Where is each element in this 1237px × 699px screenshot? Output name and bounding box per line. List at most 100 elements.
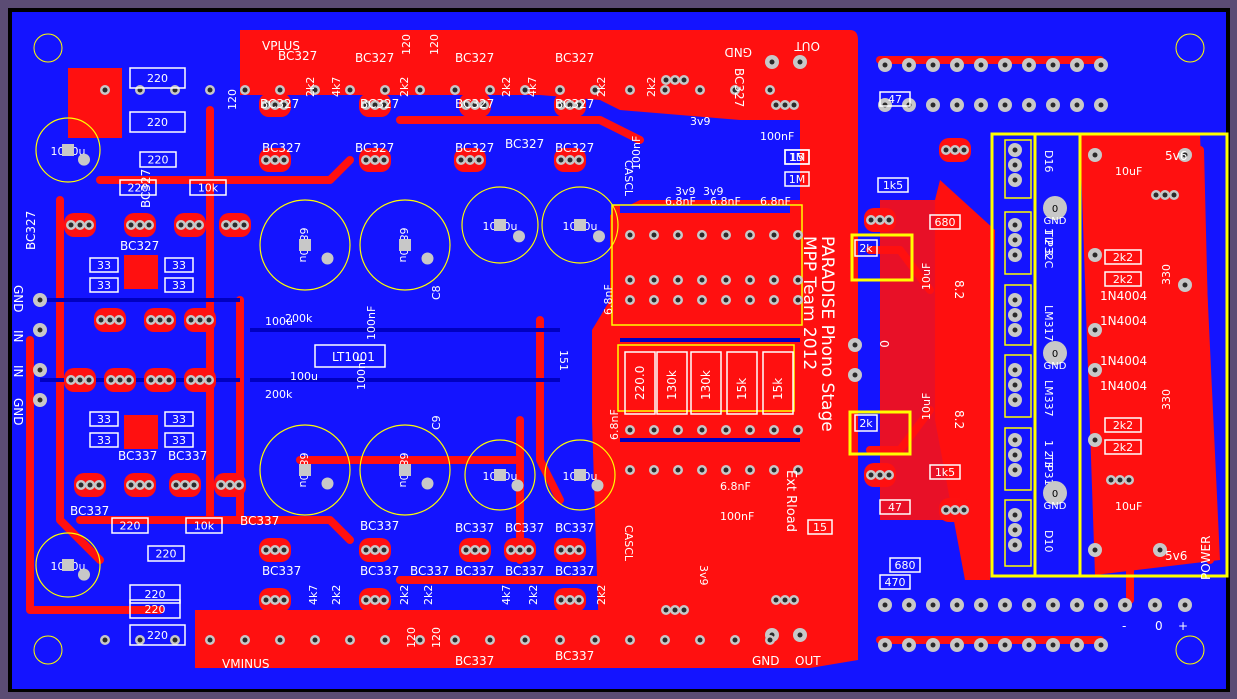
cascode-label: CASCL bbox=[622, 160, 635, 197]
resistor-outline bbox=[89, 277, 119, 293]
cascode-label: CASCL bbox=[622, 525, 635, 562]
resistor-value: 470 bbox=[885, 576, 906, 589]
transistor-label: BC337 bbox=[555, 649, 594, 663]
electrolytic-cap bbox=[359, 424, 451, 516]
zero-label: 0 bbox=[1052, 489, 1058, 500]
rload-value: 130k bbox=[665, 370, 679, 400]
gnd-label: GND bbox=[1044, 216, 1067, 227]
capacitor-label: 100u bbox=[265, 315, 293, 328]
resistor-value: 2k2 bbox=[398, 585, 411, 605]
capacitor-label: 100u bbox=[290, 370, 318, 383]
transistor-label: BC327 bbox=[732, 68, 746, 107]
electrolytic-cap bbox=[464, 439, 536, 511]
ground-label: 0 bbox=[877, 340, 891, 348]
input-in: IN bbox=[11, 330, 25, 343]
resistor-value: 220 bbox=[148, 154, 169, 167]
resistor-value: 120 bbox=[430, 627, 443, 648]
transistor-label: BC337 bbox=[240, 514, 279, 528]
resistor-value: 680 bbox=[895, 559, 916, 572]
resistor-value: 2k bbox=[859, 417, 873, 430]
resistor-outline bbox=[929, 464, 961, 480]
resistor-value: 15 bbox=[813, 521, 827, 534]
transistor-label: BC327 bbox=[505, 137, 544, 151]
resistor-value: 2k bbox=[859, 242, 873, 255]
capacitor-label: 10uF bbox=[1115, 500, 1142, 513]
resistor-outline bbox=[784, 171, 810, 187]
resistor-value: 2k2 bbox=[1113, 441, 1133, 454]
power-pin-plus: + bbox=[1178, 619, 1188, 633]
resistor-value: 2k2 bbox=[1113, 251, 1133, 264]
resistor-value: 200k bbox=[285, 312, 313, 325]
resistor-value: 220 bbox=[147, 116, 168, 129]
resistor-outline bbox=[89, 257, 119, 273]
capacitor-label: 100nF bbox=[630, 136, 643, 170]
power-pin-0: 0 bbox=[1155, 619, 1163, 633]
silk-boxes-thin bbox=[611, 139, 1032, 567]
diode-label: 1N4004 bbox=[1100, 289, 1147, 303]
resistor-value: 220 bbox=[147, 629, 168, 642]
zero-label: 0 bbox=[1052, 349, 1058, 360]
resistor-outline bbox=[189, 179, 227, 196]
resistor-value: 1k5 bbox=[935, 466, 955, 479]
capacitor-label: 10uF bbox=[1115, 165, 1142, 178]
rload-value: 15k bbox=[735, 378, 749, 400]
resistor-value: 15 bbox=[790, 151, 804, 164]
resistor-value: 2k2 bbox=[1113, 273, 1133, 286]
transistor-label: BC337 bbox=[455, 564, 494, 578]
resistor-value: 4k7 bbox=[526, 77, 539, 97]
resistor-outline bbox=[129, 67, 186, 89]
transistor-label: BC327 bbox=[455, 141, 494, 155]
resistor-value: 33 bbox=[172, 434, 186, 447]
resistor-outline bbox=[164, 277, 194, 293]
resistor-value: 151 bbox=[557, 350, 570, 371]
resistor-outline bbox=[89, 432, 119, 448]
input-gnd: GND bbox=[11, 285, 25, 313]
resistor-outline bbox=[129, 584, 181, 604]
resistor-value: 2k2 bbox=[1113, 419, 1133, 432]
resistor-outline bbox=[139, 151, 177, 168]
capacitor-label: C9 bbox=[430, 415, 443, 430]
input-in: IN bbox=[11, 365, 25, 378]
capacitor-label: 10uF bbox=[920, 393, 933, 420]
rload-value: 220.0 bbox=[633, 366, 647, 400]
copper-pours bbox=[68, 30, 1220, 668]
resistor-value: 220 bbox=[128, 182, 149, 195]
transistor-label: BC327 bbox=[455, 97, 494, 111]
diode-label: 1N4004 bbox=[1100, 379, 1147, 393]
capacitor-label: 6.8nF bbox=[710, 195, 741, 208]
capacitor-label: 6.8nF bbox=[665, 195, 696, 208]
resistor-value: 220 bbox=[147, 72, 168, 85]
resistor-value: 2k2 bbox=[422, 585, 435, 605]
connector-out: OUT bbox=[795, 654, 821, 668]
electrolytic-cap bbox=[544, 439, 616, 511]
transistor-label: BC327 bbox=[139, 169, 153, 208]
resistor-value: 4k7 bbox=[500, 585, 513, 605]
connector-gnd: GND bbox=[724, 45, 752, 59]
resistor-value: 2k2 bbox=[500, 77, 513, 97]
resistor-value: 33 bbox=[97, 413, 111, 426]
capacitor-label: 6.8nF bbox=[760, 195, 791, 208]
resistor-value: 2k2 bbox=[527, 585, 540, 605]
power-pin-minus: - bbox=[1122, 619, 1126, 633]
resistor-value: 33 bbox=[97, 434, 111, 447]
resistor-outline bbox=[185, 517, 223, 534]
mounting-holes bbox=[33, 33, 1205, 665]
transistor-label: BC327 bbox=[278, 49, 317, 63]
capacitor-label: 100nF bbox=[355, 356, 368, 390]
rail-label-vminus: VMINUS bbox=[222, 657, 269, 671]
electrolytic-cap bbox=[359, 199, 451, 291]
resistor-outline bbox=[929, 214, 961, 230]
rail-label-vplus: VPLUS bbox=[262, 39, 300, 53]
gnd-label: GND bbox=[1044, 501, 1067, 512]
resistor-value: 120 bbox=[400, 34, 413, 55]
resistor-value: 1k5 bbox=[883, 179, 903, 192]
board-subtitle: MPP Team 2012 bbox=[799, 236, 819, 370]
resistor-value: 330 bbox=[1160, 389, 1173, 410]
transistor-label: BC327 bbox=[24, 211, 38, 250]
resistor-outline bbox=[879, 91, 911, 107]
resistor-outline bbox=[877, 177, 909, 193]
regulator-label: LM317 bbox=[1042, 305, 1055, 342]
diode-label: 1N4004 bbox=[1100, 314, 1147, 328]
